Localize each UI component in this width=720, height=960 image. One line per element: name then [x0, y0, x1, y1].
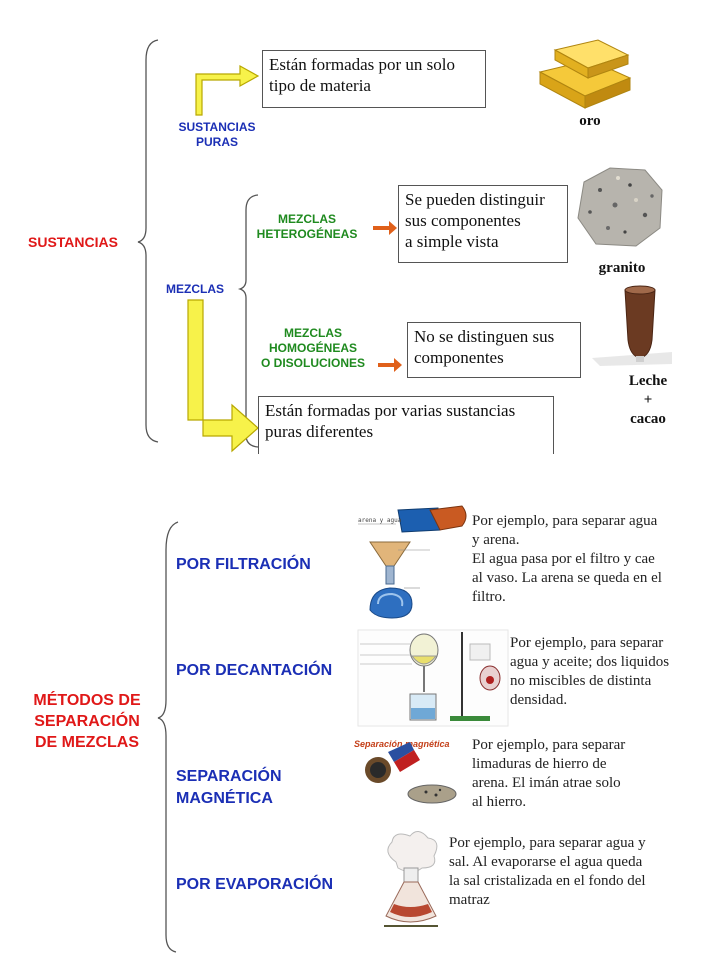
caption-leche-cacao: Leche + cacao [628, 373, 668, 427]
box-mezclas-homogeneas: No se distinguen sus componentes [407, 322, 581, 378]
sustancias-puras-label: SUSTANCIAS PURAS [178, 120, 256, 149]
mezclas-label: MEZCLAS [166, 282, 224, 296]
method-filtracion-label: POR FILTRACIÓN [176, 556, 311, 573]
decantation-image [357, 629, 509, 727]
method-evaporacion-desc: Por ejemplo, para separar agua y sal. Al… [449, 835, 646, 908]
chocolate-milk-image [592, 285, 672, 366]
method-magnetica-label: SEPARACIÓN MAGNÉTICA [176, 768, 282, 807]
box-mezclas: Están formadas por varias sustancias pur… [258, 396, 554, 454]
arrow-mezclas-yellow [187, 299, 259, 453]
method-magnetica-desc: Por ejemplo, para separar limaduras de h… [472, 737, 626, 810]
filtration-label-arena: arena y agua [358, 517, 402, 524]
granite-image [577, 167, 663, 247]
gold-bars-image [538, 39, 632, 109]
sustancias-label: SUSTANCIAS [28, 234, 118, 250]
method-evaporacion-label: POR EVAPORACIÓN [176, 876, 334, 893]
caption-granito: granito [598, 260, 646, 276]
metodos-separacion-label: MÉTODOS DE SEPARACIÓN DE MEZCLAS [33, 692, 141, 751]
main-brace [137, 39, 159, 443]
mezclas-brace [237, 194, 259, 448]
bottom-diagram-svg: arena y agua Separación magnética [157, 505, 509, 953]
method-filtracion-desc: Por ejemplo, para separar agua y arena. … [472, 513, 662, 605]
evaporation-image [384, 831, 438, 927]
top-diagram-svg [137, 39, 672, 453]
filtration-image [358, 505, 467, 619]
mezclas-homogeneas-label: MEZCLAS HOMOGÉNEAS O DISOLUCIONES [260, 326, 365, 370]
caption-oro: oro [579, 113, 601, 129]
svg-text:Separación magnética: Separación magnética [354, 739, 450, 749]
magnetic-separation-image: Separación magnética [352, 735, 466, 815]
arrow-homo-orange [378, 358, 402, 372]
method-decantacion-desc: Por ejemplo, para separar agua y aceite;… [510, 635, 670, 708]
arrow-hetero-orange [373, 221, 397, 235]
method-decantacion-label: POR DECANTACIÓN [176, 662, 333, 679]
arrow-puras-yellow [195, 64, 260, 116]
methods-brace [157, 521, 179, 953]
box-mezclas-heterogeneas: Se pueden distinguir sus componentes a s… [398, 185, 568, 263]
box-sustancias-puras: Están formadas por un solo tipo de mater… [262, 50, 486, 108]
mezclas-heterogeneas-label: MEZCLAS HETEROGÉNEAS [256, 212, 358, 241]
